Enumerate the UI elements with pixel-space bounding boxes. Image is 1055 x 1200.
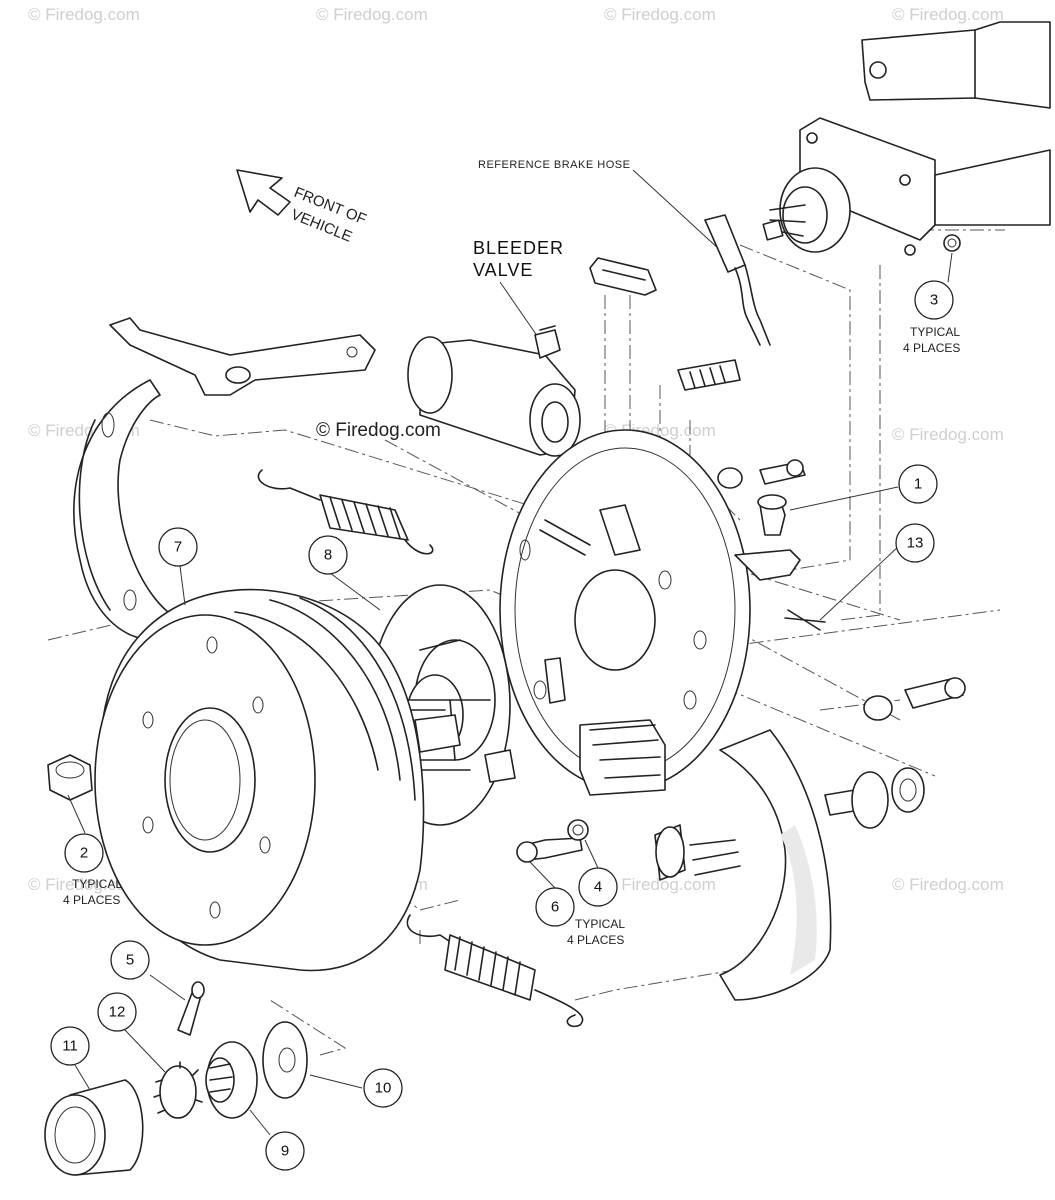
adjuster-lever — [109, 317, 376, 396]
castle-nut — [153, 1061, 203, 1119]
callout-1: 1 — [898, 464, 938, 504]
svg-text:12: 12 — [109, 1004, 126, 1021]
callout-leaders — [67, 252, 953, 1136]
svg-text:3: 3 — [930, 292, 938, 309]
typical-note-4-6: TYPICAL — [575, 917, 625, 931]
svg-text:9: 9 — [281, 1143, 289, 1160]
svg-text:4: 4 — [594, 879, 602, 896]
front-of-vehicle-arrow: FRONT OF VEHICLE — [236, 169, 369, 246]
callout-8: 8 — [308, 535, 348, 575]
svg-text:1: 1 — [914, 476, 922, 493]
lower-return-spring — [406, 914, 584, 1028]
svg-text:5: 5 — [126, 952, 134, 969]
typical-places-3: 4 PLACES — [903, 341, 960, 355]
callout-7: 7 — [158, 527, 198, 567]
spindle-nut — [205, 1041, 258, 1119]
svg-text:2: 2 — [80, 845, 88, 862]
callout-3: 3 — [914, 280, 954, 320]
brake-shoe-left — [73, 379, 181, 641]
watermark: © Firedog.com — [604, 5, 716, 24]
typical-note-3: TYPICAL — [910, 325, 960, 339]
thrust-washer — [262, 1021, 308, 1099]
lug-nut — [47, 754, 93, 801]
callout-4: 4 — [578, 867, 618, 907]
mounting-hardware — [717, 459, 826, 631]
upper-return-spring — [257, 469, 434, 555]
callout-2: 2 — [64, 833, 104, 873]
svg-text:10: 10 — [375, 1080, 392, 1097]
typical-places-2: 4 PLACES — [63, 893, 120, 907]
watermark: © Firedog.com — [604, 875, 716, 894]
hold-down-parts — [654, 677, 966, 881]
callout-13: 13 — [895, 523, 935, 563]
svg-text:8: 8 — [324, 547, 332, 564]
brake-drum — [94, 588, 425, 972]
svg-text:13: 13 — [907, 535, 924, 552]
reference-brake-hose-label: REFERENCE BRAKE HOSE — [478, 159, 630, 171]
watermark: © Firedog.com — [892, 425, 1004, 444]
watermark: © Firedog.com — [316, 5, 428, 24]
callout-12: 12 — [97, 992, 137, 1032]
callout-6: 6 — [535, 887, 575, 927]
watermark: © Firedog.com — [892, 5, 1004, 24]
dust-cap — [44, 1079, 144, 1176]
callout-10: 10 — [363, 1068, 403, 1108]
svg-text:7: 7 — [174, 539, 182, 556]
bleeder-valve-label-1: BLEEDER — [473, 238, 564, 258]
brake-hose — [632, 169, 771, 391]
watermark-center: © Firedog.com — [316, 420, 441, 441]
callout-9: 9 — [265, 1131, 305, 1171]
watermark: © Firedog.com — [28, 875, 140, 894]
watermark: © Firedog.com — [28, 5, 140, 24]
wheel-cylinder — [407, 325, 581, 457]
svg-text:6: 6 — [551, 899, 559, 916]
watermark: © Firedog.com — [892, 875, 1004, 894]
boot-link — [589, 257, 657, 296]
axle-housing — [762, 21, 1051, 256]
cotter-pin — [177, 981, 205, 1036]
callout-11: 11 — [50, 1026, 90, 1066]
bleeder-valve-label-2: VALVE — [473, 260, 533, 280]
typical-note-2: TYPICAL — [72, 877, 122, 891]
backing-plate — [499, 429, 751, 796]
svg-text:11: 11 — [62, 1038, 78, 1055]
brake-shoe-right — [719, 729, 832, 1001]
callout-5: 5 — [110, 940, 150, 980]
typical-places-4-6: 4 PLACES — [567, 933, 624, 947]
backing-plate-bolt — [516, 819, 589, 863]
